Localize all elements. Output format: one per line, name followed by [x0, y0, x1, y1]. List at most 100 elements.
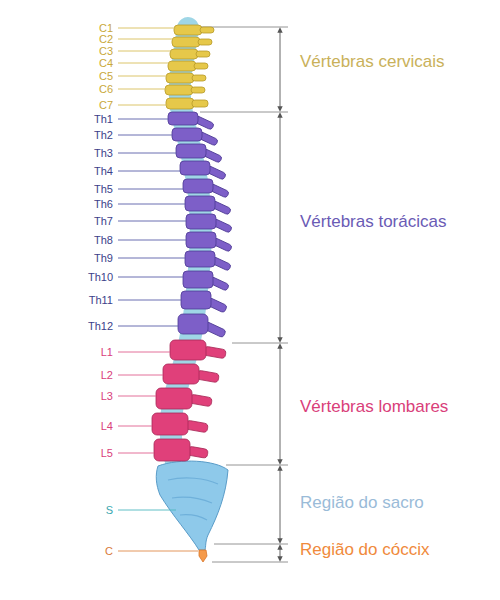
vertebra-label: Th12: [88, 320, 113, 332]
lumbar-vertebrae: [152, 340, 226, 461]
leader-line: [118, 89, 167, 90]
vertebra-label: Th3: [94, 147, 113, 159]
bracket-tick: [212, 562, 288, 563]
thoracic-leaders: [118, 119, 186, 326]
vertebra-label: Th1: [94, 113, 113, 125]
vertebra-body: [183, 179, 213, 193]
vertebra-label: C3: [99, 45, 113, 57]
leader-line: [118, 28, 176, 29]
vertebra-body: [176, 144, 206, 158]
vertebra-process: [198, 39, 212, 45]
vertebra-body: [185, 251, 215, 267]
vertebra-label: C4: [99, 57, 113, 69]
sacrum-ridges: [168, 478, 218, 520]
leader-line: [118, 39, 174, 40]
vertebra-body: [178, 314, 208, 334]
vertebra-body: [163, 364, 199, 384]
vertebra-label: Th9: [94, 252, 113, 264]
vertebra-body: [174, 25, 202, 35]
vertebra-label: C1: [99, 22, 113, 34]
vertebra-label: C6: [99, 83, 113, 95]
leader-line: [118, 551, 198, 552]
leader-line: [118, 105, 168, 106]
vertebra-body: [168, 112, 198, 125]
vertebra-label: L3: [101, 390, 113, 402]
leader-line: [118, 63, 170, 64]
bracket-arrow: [280, 115, 281, 340]
vertebra-process: [203, 346, 226, 359]
leader-line: [118, 51, 172, 52]
vertebra-label: Th2: [94, 129, 113, 141]
lumbar-leaders: [118, 352, 170, 453]
sacrum-bone: [156, 461, 228, 550]
leader-line: [118, 258, 185, 259]
vertebra-label: C5: [99, 70, 113, 82]
bracket-tick: [232, 343, 288, 344]
bracket-tick: [200, 112, 288, 113]
bracket-arrow: [280, 547, 281, 559]
vertebra-body: [183, 271, 213, 288]
vertebra-label: C7: [99, 99, 113, 111]
vertebra-label: Th4: [94, 165, 113, 177]
region-label: Região do cóccix: [300, 541, 429, 560]
leader-line: [118, 153, 176, 154]
leader-line: [118, 135, 172, 136]
vertebra-body: [152, 413, 188, 435]
vertebra-body: [170, 49, 198, 59]
vertebra-process: [192, 100, 208, 107]
vertebra-body: [172, 128, 202, 141]
leader-line: [118, 453, 154, 454]
bracket-arrow: [280, 468, 281, 541]
leader-line: [118, 240, 186, 241]
bracket-arrows: [280, 30, 281, 559]
vertebra-label: S: [106, 504, 113, 516]
vertebra-process: [185, 420, 208, 433]
leader-line: [118, 352, 170, 353]
vertebra-label: Th5: [94, 183, 113, 195]
vertebra-label: C: [105, 545, 113, 557]
vertebra-label: L5: [101, 447, 113, 459]
thoracic-vertebrae: [168, 112, 232, 338]
coccyx-bone: [199, 550, 207, 562]
leader-line: [118, 189, 183, 190]
vertebra-label: Th10: [88, 271, 113, 283]
leader-line: [118, 426, 152, 427]
bracket-tick: [226, 465, 288, 466]
vertebra-process: [189, 394, 212, 407]
cervical-vertebrae: [165, 25, 214, 109]
vertebra-body: [168, 61, 196, 71]
vertebra-body: [154, 439, 190, 461]
leader-line: [118, 326, 178, 327]
vertebra-label: Th7: [94, 215, 113, 227]
vertebra-label: L1: [101, 346, 113, 358]
region-label: Vértebras lombares: [300, 398, 448, 417]
vertebra-process: [196, 51, 210, 57]
leader-line: [118, 277, 183, 278]
vertebra-label: Th11: [89, 294, 113, 306]
vertebra-body: [186, 214, 216, 229]
vertebra-label: Th8: [94, 234, 113, 246]
bracket-tick: [214, 544, 288, 545]
vertebra-label: C2: [99, 33, 113, 45]
vertebra-body: [166, 73, 194, 83]
leader-line: [118, 76, 168, 77]
vertebra-body: [156, 388, 192, 409]
leader-line: [118, 375, 163, 376]
leader-lines: [118, 28, 198, 551]
bracket-arrow: [280, 346, 281, 462]
vertebra-process: [200, 27, 214, 33]
leader-line: [118, 396, 156, 397]
leader-line: [118, 221, 186, 222]
vertebra-body: [180, 161, 210, 175]
vertebra-process: [194, 63, 208, 69]
region-label: Região do sacro: [300, 494, 424, 513]
leader-line: [118, 204, 185, 205]
vertebra-label: L4: [101, 420, 113, 432]
vertebra-body: [172, 37, 200, 47]
vertebra-body: [181, 291, 211, 309]
vertebra-body: [185, 196, 215, 211]
leader-line: [118, 510, 176, 511]
vertebra-body: [165, 85, 193, 95]
